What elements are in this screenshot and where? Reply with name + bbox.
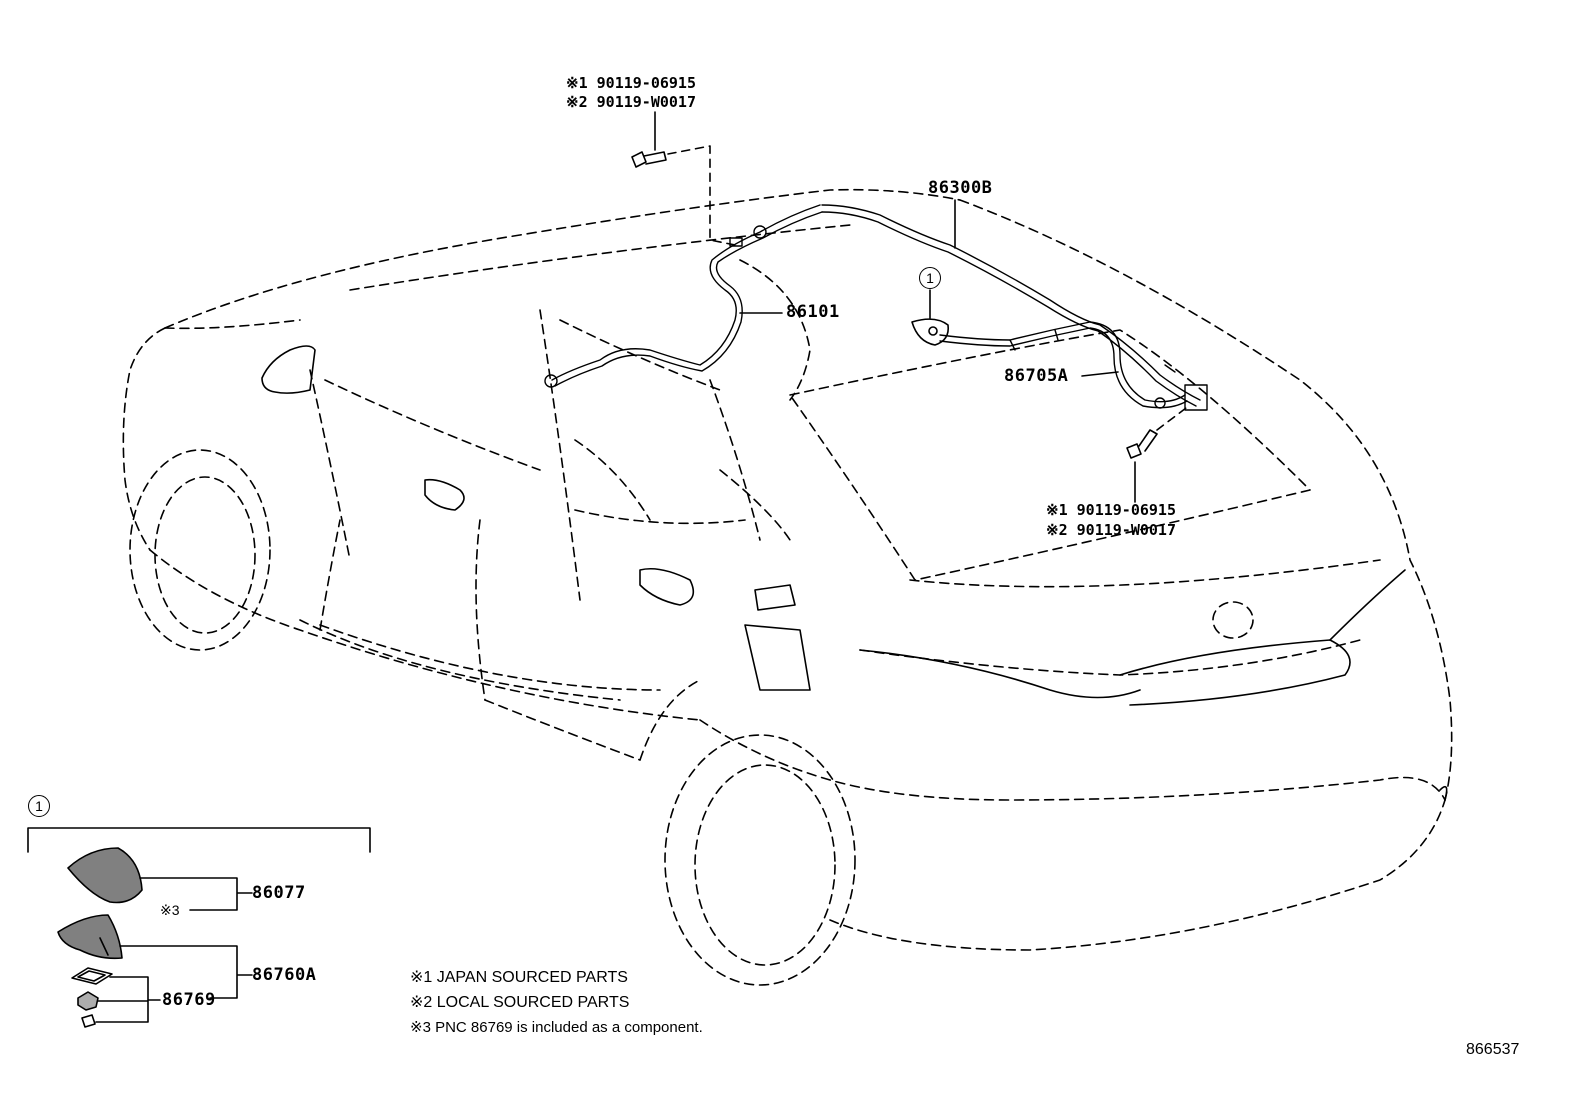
figure-number: 866537 xyxy=(1466,1041,1520,1058)
antenna-pole-part xyxy=(67,847,143,904)
callout-marker-car: 1 xyxy=(919,267,941,289)
amplifier-cord-86705A xyxy=(939,321,1208,411)
inset-note-marker: ※3 xyxy=(160,902,180,918)
right-bolt-ref-line2: ※2 90119-W0017 xyxy=(1046,521,1176,539)
leader-86760A xyxy=(119,945,253,999)
label-86101: 86101 xyxy=(786,302,840,322)
leader-86705A xyxy=(1081,371,1119,377)
antenna-cord-86101 xyxy=(544,204,823,388)
label-86705A: 86705A xyxy=(1004,366,1069,386)
right-bolt-ref-line1: ※1 90119-06915 xyxy=(1046,501,1176,519)
car-details xyxy=(261,345,1448,801)
label-86300B: 86300B xyxy=(928,178,993,198)
right-bolt-leader xyxy=(1156,404,1191,431)
top-bolt-ref-line1: ※1 90119-06915 xyxy=(566,74,696,92)
screw-part xyxy=(81,1014,96,1028)
gasket-part xyxy=(71,967,113,985)
note-1: ※1 JAPAN SOURCED PARTS xyxy=(410,969,628,986)
callout-marker-inset: 1 xyxy=(28,795,50,817)
car-outline xyxy=(122,188,1453,986)
roof-antenna-base xyxy=(911,318,950,346)
leader-86769 xyxy=(95,976,161,1023)
top-bolt xyxy=(631,151,667,168)
antenna-cord-86300B xyxy=(821,204,1201,407)
inset-frame xyxy=(27,827,371,853)
antenna-assy-part xyxy=(57,914,123,960)
note-3: ※3 PNC 86769 is included as a component. xyxy=(410,1019,703,1036)
nut-part xyxy=(77,991,99,1011)
label-86769: 86769 xyxy=(162,990,216,1010)
right-bolt xyxy=(1126,429,1158,459)
label-86760A: 86760A xyxy=(252,965,317,985)
note-2: ※2 LOCAL SOURCED PARTS xyxy=(410,994,630,1011)
top-bolt-leader xyxy=(667,145,736,246)
leader-86077 xyxy=(139,877,253,911)
label-86077: 86077 xyxy=(252,883,306,903)
top-bolt-ref-line2: ※2 90119-W0017 xyxy=(566,93,696,111)
